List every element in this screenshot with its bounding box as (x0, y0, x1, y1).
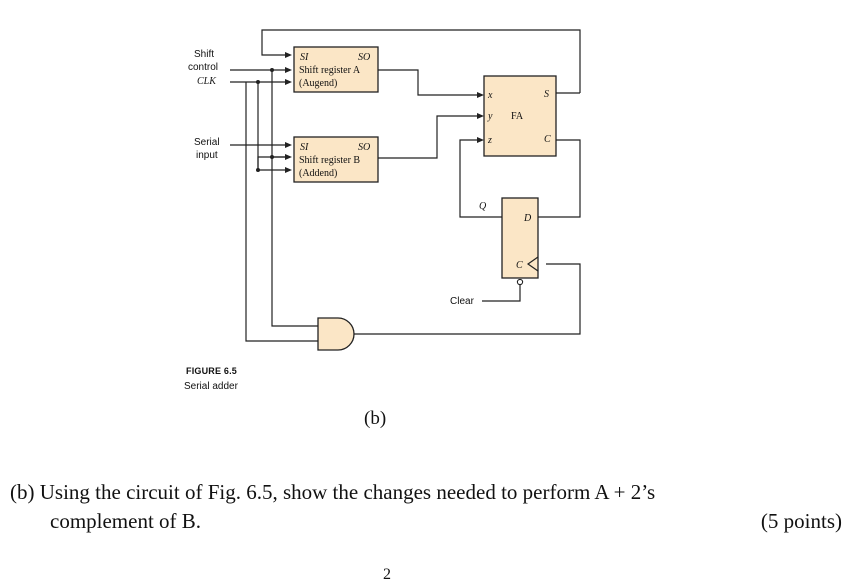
full-adder: x y z FA S C (483, 75, 557, 157)
part-label: (b) (364, 408, 387, 429)
fa-s: S (544, 89, 549, 100)
question-line-1: (b) Using the circuit of Fig. 6.5, show … (10, 478, 842, 507)
ff-d: D (523, 213, 532, 224)
clear-label: Clear (450, 296, 475, 307)
input-label: input (196, 150, 218, 161)
register-a-si: SI (300, 52, 309, 63)
serial-label: Serial (194, 137, 220, 148)
register-b-so: SO (358, 142, 370, 153)
question: (b) Using the circuit of Fig. 6.5, show … (10, 478, 842, 536)
ff-q: Q (479, 201, 487, 212)
question-line-2: complement of B. (5 points) (10, 507, 842, 536)
fa-z: z (487, 135, 492, 146)
fa-c: C (544, 134, 551, 145)
fa-name: FA (511, 111, 524, 122)
fa-x: x (487, 90, 493, 101)
shift-register-a: SI SO Shift register A (Augend) (293, 46, 379, 93)
shift-register-b: SI SO Shift register B (Addend) (293, 136, 379, 183)
register-a-role: (Augend) (299, 78, 337, 89)
figure-label: FIGURE 6.5 (186, 366, 238, 376)
register-b-role: (Addend) (299, 168, 337, 179)
question-text-line-2: complement of B. (50, 509, 202, 533)
register-a-so: SO (358, 52, 370, 63)
serial-adder-circuit: Shift control CLK Serial input (188, 29, 581, 351)
register-a-name: Shift register A (299, 65, 361, 76)
arrowheads (285, 52, 484, 173)
question-points: (5 points) (760, 509, 842, 533)
register-b-si: SI (300, 142, 309, 153)
question-text-line-1: Using the circuit of Fig. 6.5, show the … (39, 480, 656, 504)
clk-label: CLK (197, 76, 217, 87)
question-part: (b) (10, 480, 35, 504)
figure-caption: Serial adder (184, 381, 238, 392)
fa-y: y (487, 111, 493, 122)
d-flip-flop: D C Q (479, 197, 539, 286)
ff-c: C (516, 260, 523, 271)
junction-dots (256, 68, 274, 172)
shift-label: Shift (194, 49, 214, 60)
register-b-name: Shift register B (299, 155, 360, 166)
page-number: 2 (383, 566, 391, 583)
and-gate (317, 317, 355, 351)
control-label: control (188, 62, 218, 73)
